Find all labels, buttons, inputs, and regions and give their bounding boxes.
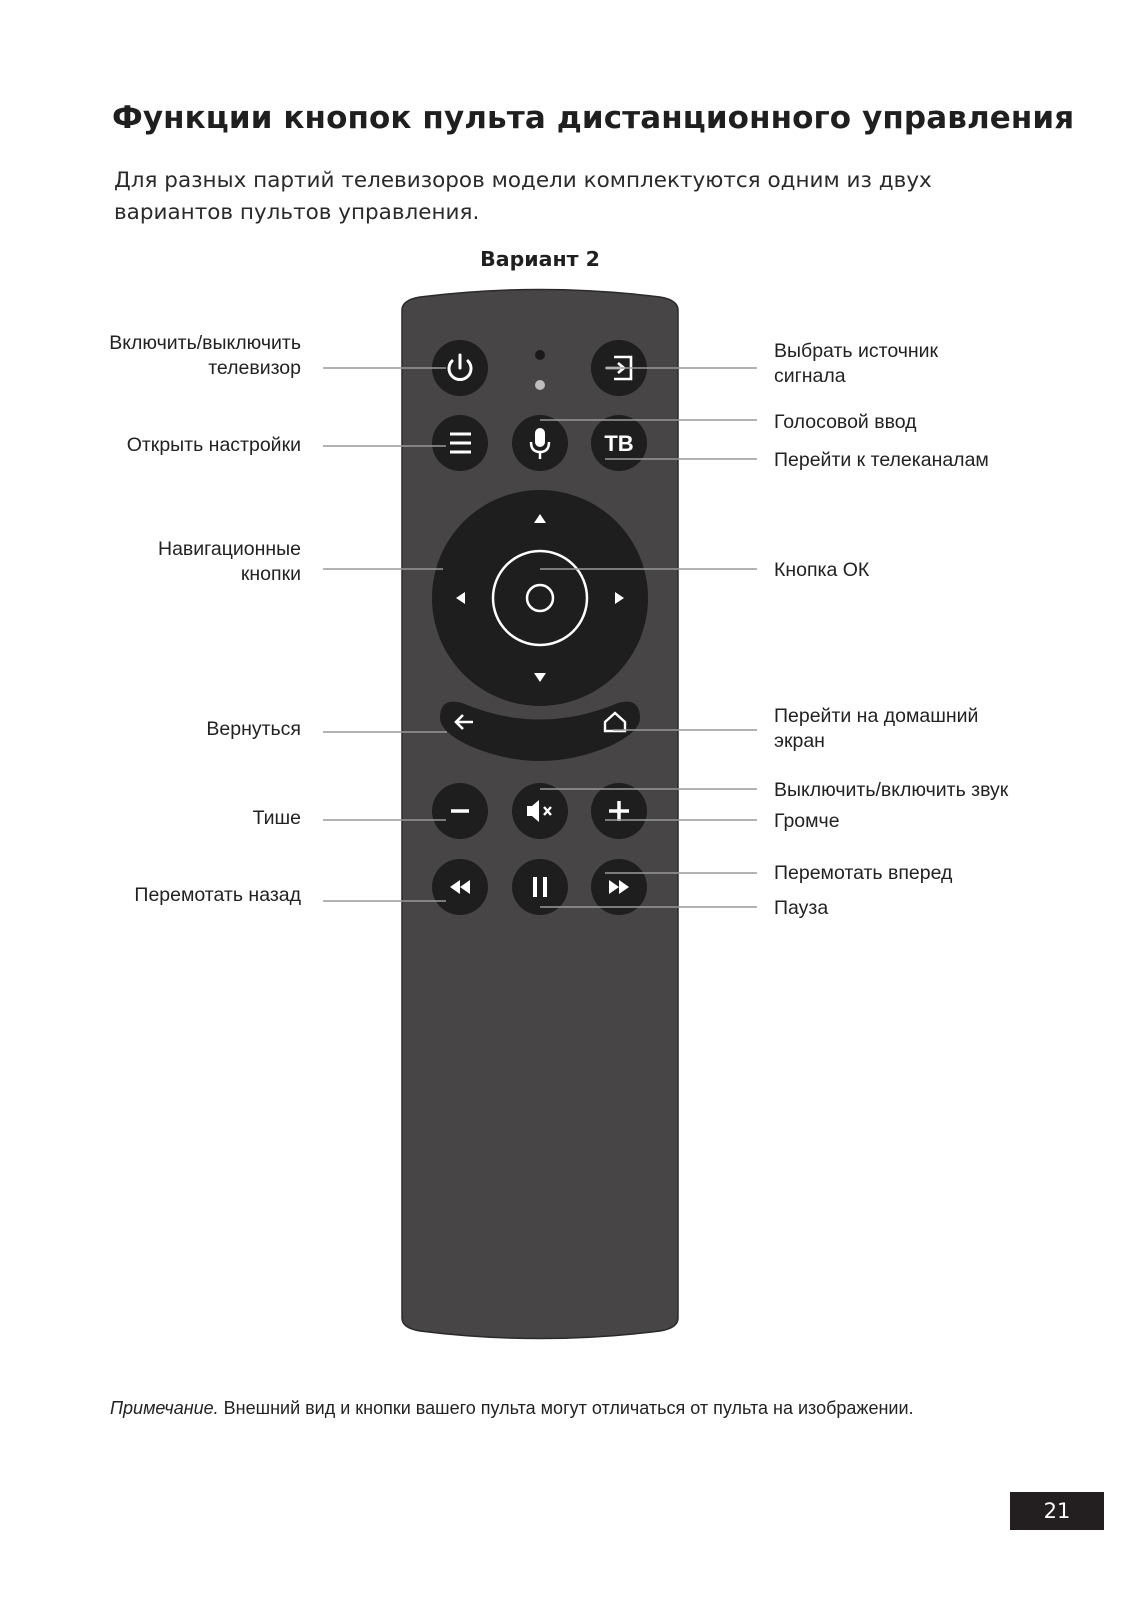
label-home-line1: Перейти на домашний	[774, 705, 979, 727]
tv-button[interactable]: ТВ	[591, 415, 647, 471]
back-home-rocker	[440, 701, 640, 761]
label-settings: Открыть настройки	[126, 434, 301, 456]
label-ok: Кнопка ОК	[774, 559, 870, 581]
intro-paragraph: Для разных партий телевизоров модели ком…	[114, 168, 932, 225]
home-button[interactable]	[603, 711, 627, 733]
mute-button[interactable]	[512, 783, 568, 839]
leader-lines	[323, 367, 757, 908]
label-voice: Голосовой ввод	[774, 411, 917, 433]
note-text: Внешний вид и кнопки вашего пульта могут…	[218, 1398, 914, 1418]
nav-up-arrow-icon[interactable]	[534, 514, 546, 523]
label-volume-down: Тише	[252, 807, 301, 829]
variant-heading: Вариант 2	[480, 247, 600, 271]
label-mute: Выключить/включить звук	[774, 779, 1009, 801]
volume-up-button[interactable]	[591, 783, 647, 839]
label-source: Выбрать источник сигнала	[774, 339, 938, 389]
label-power: Включить/выключить телевизор	[109, 331, 301, 381]
label-navigation-line1: Навигационные	[157, 538, 301, 560]
plus-icon	[609, 801, 629, 821]
menu-icon	[450, 432, 471, 454]
indicator-led-top	[535, 350, 545, 360]
page-title: Функции кнопок пульта дистанционного упр…	[112, 100, 1075, 136]
ok-circle-icon	[525, 583, 555, 613]
label-navigation: Навигационные кнопки	[158, 537, 301, 587]
nav-down-arrow-icon[interactable]	[534, 673, 546, 682]
power-button[interactable]	[432, 340, 488, 396]
volume-down-button[interactable]	[432, 783, 488, 839]
label-power-line1: Включить/выключить	[109, 332, 301, 354]
label-pause: Пауза	[774, 897, 829, 919]
back-button[interactable]	[454, 714, 473, 730]
pause-icon	[533, 877, 547, 897]
tv-button-label: ТВ	[604, 431, 633, 456]
label-source-line2: сигнала	[774, 365, 846, 387]
label-home: Перейти на домашний экран	[774, 704, 978, 754]
fast-forward-icon	[609, 880, 629, 894]
indicator-led-bottom	[535, 380, 545, 390]
microphone-icon	[529, 428, 551, 459]
label-power-line2: телевизор	[208, 357, 301, 379]
ok-button[interactable]	[491, 549, 589, 647]
label-navigation-line2: кнопки	[240, 563, 301, 585]
label-back: Вернуться	[206, 718, 301, 740]
pause-button[interactable]	[512, 859, 568, 915]
label-home-line2: экран	[774, 730, 825, 752]
rewind-icon	[450, 880, 470, 894]
note-label: Примечание.	[110, 1398, 219, 1418]
nav-right-arrow-icon[interactable]	[615, 592, 624, 604]
back-arrow-icon	[454, 714, 473, 730]
label-source-line1: Выбрать источник	[774, 340, 939, 362]
label-volume-up: Громче	[774, 810, 840, 832]
mute-speaker-icon	[527, 800, 552, 822]
rewind-button[interactable]	[432, 859, 488, 915]
power-icon	[447, 353, 473, 381]
footer-note: Примечание. Внешний вид и кнопки вашего …	[110, 1398, 1070, 1419]
label-rewind: Перемотать назад	[134, 884, 301, 906]
label-forward: Перемотать вперед	[774, 862, 953, 884]
label-channels: Перейти к телеканалам	[774, 449, 989, 471]
home-icon	[603, 711, 627, 733]
page-number: 21	[1010, 1492, 1104, 1530]
nav-left-arrow-icon[interactable]	[456, 592, 465, 604]
settings-button[interactable]	[432, 415, 488, 471]
voice-button[interactable]	[512, 415, 568, 471]
